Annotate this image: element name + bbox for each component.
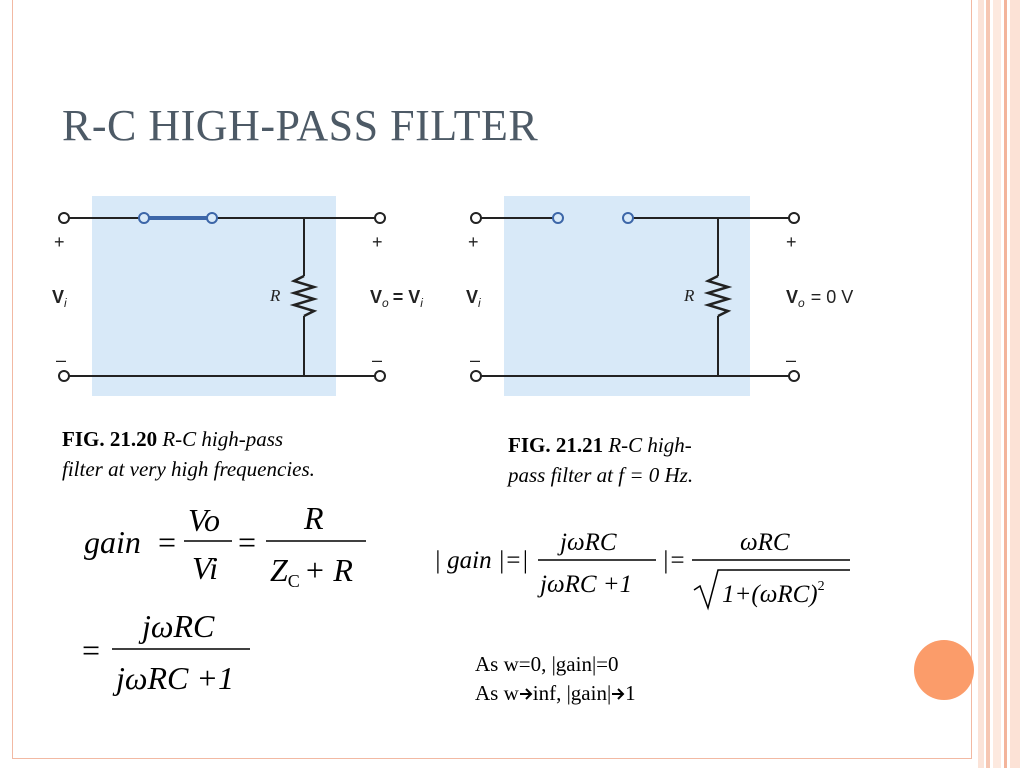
resistor-label: R: [683, 286, 695, 305]
minus-in-label: –: [470, 350, 480, 370]
gain-lhs: gain: [84, 524, 141, 560]
frac2-numerator: R: [303, 500, 324, 536]
resistor-symbol: [289, 274, 319, 318]
caption-fig-21-20: FIG. 21.20 R-C high-pass filter at very …: [62, 424, 422, 484]
plus-out-label: +: [786, 232, 797, 252]
output-voltage-label: Vo= 0 V: [786, 287, 853, 310]
frac1-numerator: Vo: [188, 502, 220, 538]
resistor-label: R: [269, 286, 281, 305]
frac2-numerator: ωRC: [740, 529, 790, 556]
deco-band-1: [978, 0, 984, 768]
deco-band-4: [1004, 0, 1007, 768]
right-arrow-icon: [612, 688, 625, 700]
plus-in-label: +: [54, 232, 65, 252]
terminal-out-top: [374, 212, 386, 224]
equals-sign-1: =: [158, 524, 176, 560]
frac3-numerator: jωRC: [138, 608, 215, 644]
shaded-region: [92, 196, 336, 396]
input-voltage-label: Vi: [466, 287, 481, 310]
input-voltage-label: Vi: [52, 287, 67, 310]
terminal-in-top: [58, 212, 70, 224]
magnitude-lhs: | gain |=|: [434, 547, 528, 574]
resistor-symbol: [703, 274, 733, 318]
magnitude-mid: |=: [662, 547, 686, 574]
gain-equation-left: gain = Vo Vi = R ZC+ R = jωRC jωRC +1: [82, 500, 366, 696]
output-voltage-label: Vo= Vi: [370, 287, 423, 310]
caption-line-2: filter at very high frequencies.: [62, 457, 315, 481]
terminal-out-bottom: [788, 370, 800, 382]
switch-contact-left: [138, 212, 150, 224]
frac2-denominator: ZC+ R: [270, 552, 353, 591]
deco-band-2: [986, 0, 990, 768]
terminal-out-top: [788, 212, 800, 224]
fig-number: FIG. 21.21: [508, 433, 604, 457]
open-contact-left: [552, 212, 564, 224]
caption-line-1: R-C high-: [608, 433, 692, 457]
frac3-denominator: jωRC +1: [112, 660, 234, 696]
frac1-denominator: jωRC +1: [537, 571, 632, 598]
sqrt-body: 1+(ωRC)2: [722, 579, 825, 608]
minus-in-label: –: [56, 350, 66, 370]
accent-circle: [914, 640, 974, 700]
open-contact-right: [622, 212, 634, 224]
caption-line-1: R-C high-pass: [162, 427, 284, 451]
gain-magnitude-equation: | gain |=| jωRC jωRC +1 |= ωRC 1+(ωRC)2: [434, 529, 850, 611]
slide-title: R-C HIGH-PASS FILTER: [62, 101, 539, 150]
right-arrow-icon: [519, 688, 533, 700]
fig-number: FIG. 21.20: [62, 427, 158, 451]
terminal-in-top: [470, 212, 482, 224]
equals-sign-2: =: [238, 524, 256, 560]
frac1-numerator: jωRC: [557, 529, 617, 556]
minus-out-label: –: [372, 350, 382, 370]
deco-band-3: [993, 0, 1001, 768]
sqrt-sign: [693, 569, 850, 611]
terminal-in-bottom: [470, 370, 482, 382]
caption-fig-21-21: FIG. 21.21 R-C high- pass filter at f = …: [508, 430, 808, 490]
plus-in-label: +: [468, 232, 479, 252]
terminal-in-bottom: [58, 370, 70, 382]
deco-band-5: [1010, 0, 1020, 768]
slide-frame: [12, 0, 972, 759]
caption-line-2: pass filter at f = 0 Hz.: [508, 463, 694, 487]
switch-contact-right: [206, 212, 218, 224]
circuit-high-frequency: + + – – Vi R Vo= Vi: [52, 196, 423, 396]
terminal-out-bottom: [374, 370, 386, 382]
circuit-zero-frequency: + + – – Vi R Vo= 0 V: [466, 196, 853, 396]
frac1-denominator: Vi: [192, 550, 218, 586]
plus-out-label: +: [372, 232, 383, 252]
equals-sign-3: =: [82, 632, 100, 668]
shaded-region: [504, 196, 750, 396]
note-line-zero: As w=0, |gain|=0: [475, 652, 619, 676]
minus-out-label: –: [786, 350, 796, 370]
